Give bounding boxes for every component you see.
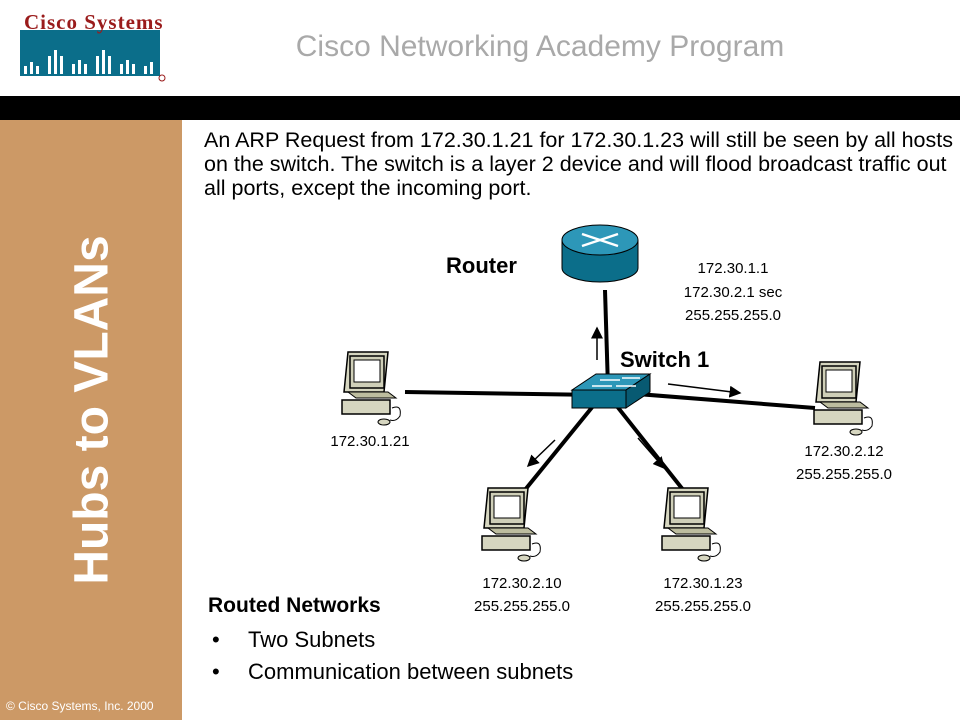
- router-icon: [561, 224, 639, 283]
- routed-networks-list: •Two Subnets •Communication between subn…: [212, 624, 573, 688]
- list-item: •Communication between subnets: [212, 656, 573, 688]
- program-title: Cisco Networking Academy Program: [295, 30, 785, 63]
- router-label: Router: [446, 253, 517, 278]
- arrow-to-host-2: [667, 383, 742, 398]
- arrow-to-host-3: [526, 439, 556, 468]
- header-bar: [0, 96, 960, 120]
- host-2-ip: 172.30.2.12: [804, 443, 883, 460]
- host-3-mask: 255.255.255.0: [474, 598, 570, 615]
- host-3-computer-icon: [481, 487, 542, 562]
- cisco-logo: Cisco Systems: [10, 6, 170, 86]
- link-host-4: [610, 398, 690, 498]
- arrow-to-host-4: [637, 437, 665, 470]
- router-address-2: 172.30.2.1 sec: [684, 284, 783, 301]
- description-text: An ARP Request from 172.30.1.21 for 172.…: [204, 128, 953, 200]
- host-2-computer-icon: [813, 361, 874, 436]
- bullet-icon: •: [212, 659, 220, 684]
- flood-arrows: [526, 326, 742, 470]
- routed-networks-title: Routed Networks: [208, 594, 381, 617]
- router-address-1: 172.30.1.1: [698, 260, 769, 277]
- host-2-mask: 255.255.255.0: [796, 466, 892, 483]
- link-host-1: [404, 390, 601, 397]
- list-item: •Two Subnets: [212, 624, 573, 656]
- host-4-ip: 172.30.1.23: [663, 575, 742, 592]
- sidebar: [0, 120, 182, 720]
- switch-label: Switch 1: [620, 347, 709, 372]
- logo-wordmark: Cisco Systems: [24, 10, 164, 34]
- host-1-computer-icon: [341, 351, 402, 426]
- router-mask: 255.255.255.0: [685, 307, 781, 324]
- link-host-3: [518, 398, 600, 498]
- host-1-ip: 172.30.1.21: [330, 433, 409, 450]
- switch-icon: [570, 373, 652, 409]
- host-4-mask: 255.255.255.0: [655, 598, 751, 615]
- logo-bridge-icon: [20, 30, 166, 82]
- host-3-ip: 172.30.2.10: [482, 575, 561, 592]
- router-switch-link: [603, 289, 610, 389]
- bullet-icon: •: [212, 627, 220, 652]
- copyright-text: © Cisco Systems, Inc. 2000: [6, 699, 154, 713]
- host-4-computer-icon: [661, 487, 722, 562]
